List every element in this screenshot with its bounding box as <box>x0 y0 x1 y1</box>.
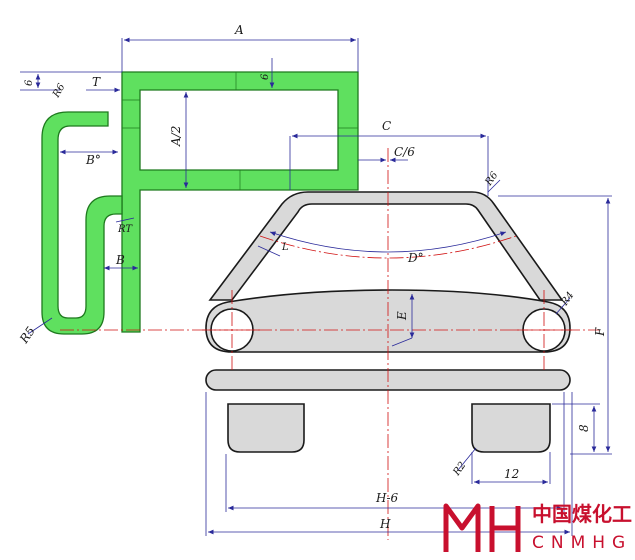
dim-c: C <box>382 119 391 133</box>
dim-r6-left: R6 <box>51 81 68 100</box>
dimension-labels: A A/2 6 6 R6 T B° RT B R5 C C/6 R6 D° L … <box>16 23 607 531</box>
dim-r5: R5 <box>16 324 38 347</box>
dim-twelve: 12 <box>504 467 519 481</box>
dim-b: B <box>115 253 125 267</box>
pump-hose <box>41 111 123 335</box>
dim-six-top: 6 <box>24 79 35 86</box>
dim-r2: R2 <box>451 460 469 479</box>
dim-l: L <box>281 242 289 253</box>
dim-r6-roof: R6 <box>483 170 501 189</box>
dim-h: H <box>379 517 391 531</box>
dim-six-small: 6 <box>260 73 271 80</box>
left-wheel <box>227 403 305 453</box>
dimension-lines <box>20 37 612 536</box>
dim-h-6: H-6 <box>375 491 399 505</box>
dim-f: F <box>593 327 607 337</box>
dim-t: T <box>92 75 101 89</box>
dim-r4: R4 <box>559 290 577 309</box>
brand-english-name: CNMHG <box>532 533 632 553</box>
right-wheel <box>471 403 551 453</box>
dim-rt: RT <box>117 224 133 235</box>
dim-e: E <box>395 311 409 321</box>
dim-eight: 8 <box>577 424 591 432</box>
brand-watermark: 中国煤化工 CNMHG <box>443 502 632 553</box>
dim-d-deg: D° <box>407 251 424 265</box>
brand-chinese-name: 中国煤化工 <box>532 502 632 526</box>
dim-a: A <box>234 23 244 37</box>
center-lines <box>60 148 600 540</box>
brand-logo <box>443 503 521 552</box>
dim-b-deg: B° <box>85 153 101 167</box>
dim-a-half: A/2 <box>169 126 183 147</box>
dim-c-6: C/6 <box>394 145 415 159</box>
car-roof <box>208 191 564 301</box>
